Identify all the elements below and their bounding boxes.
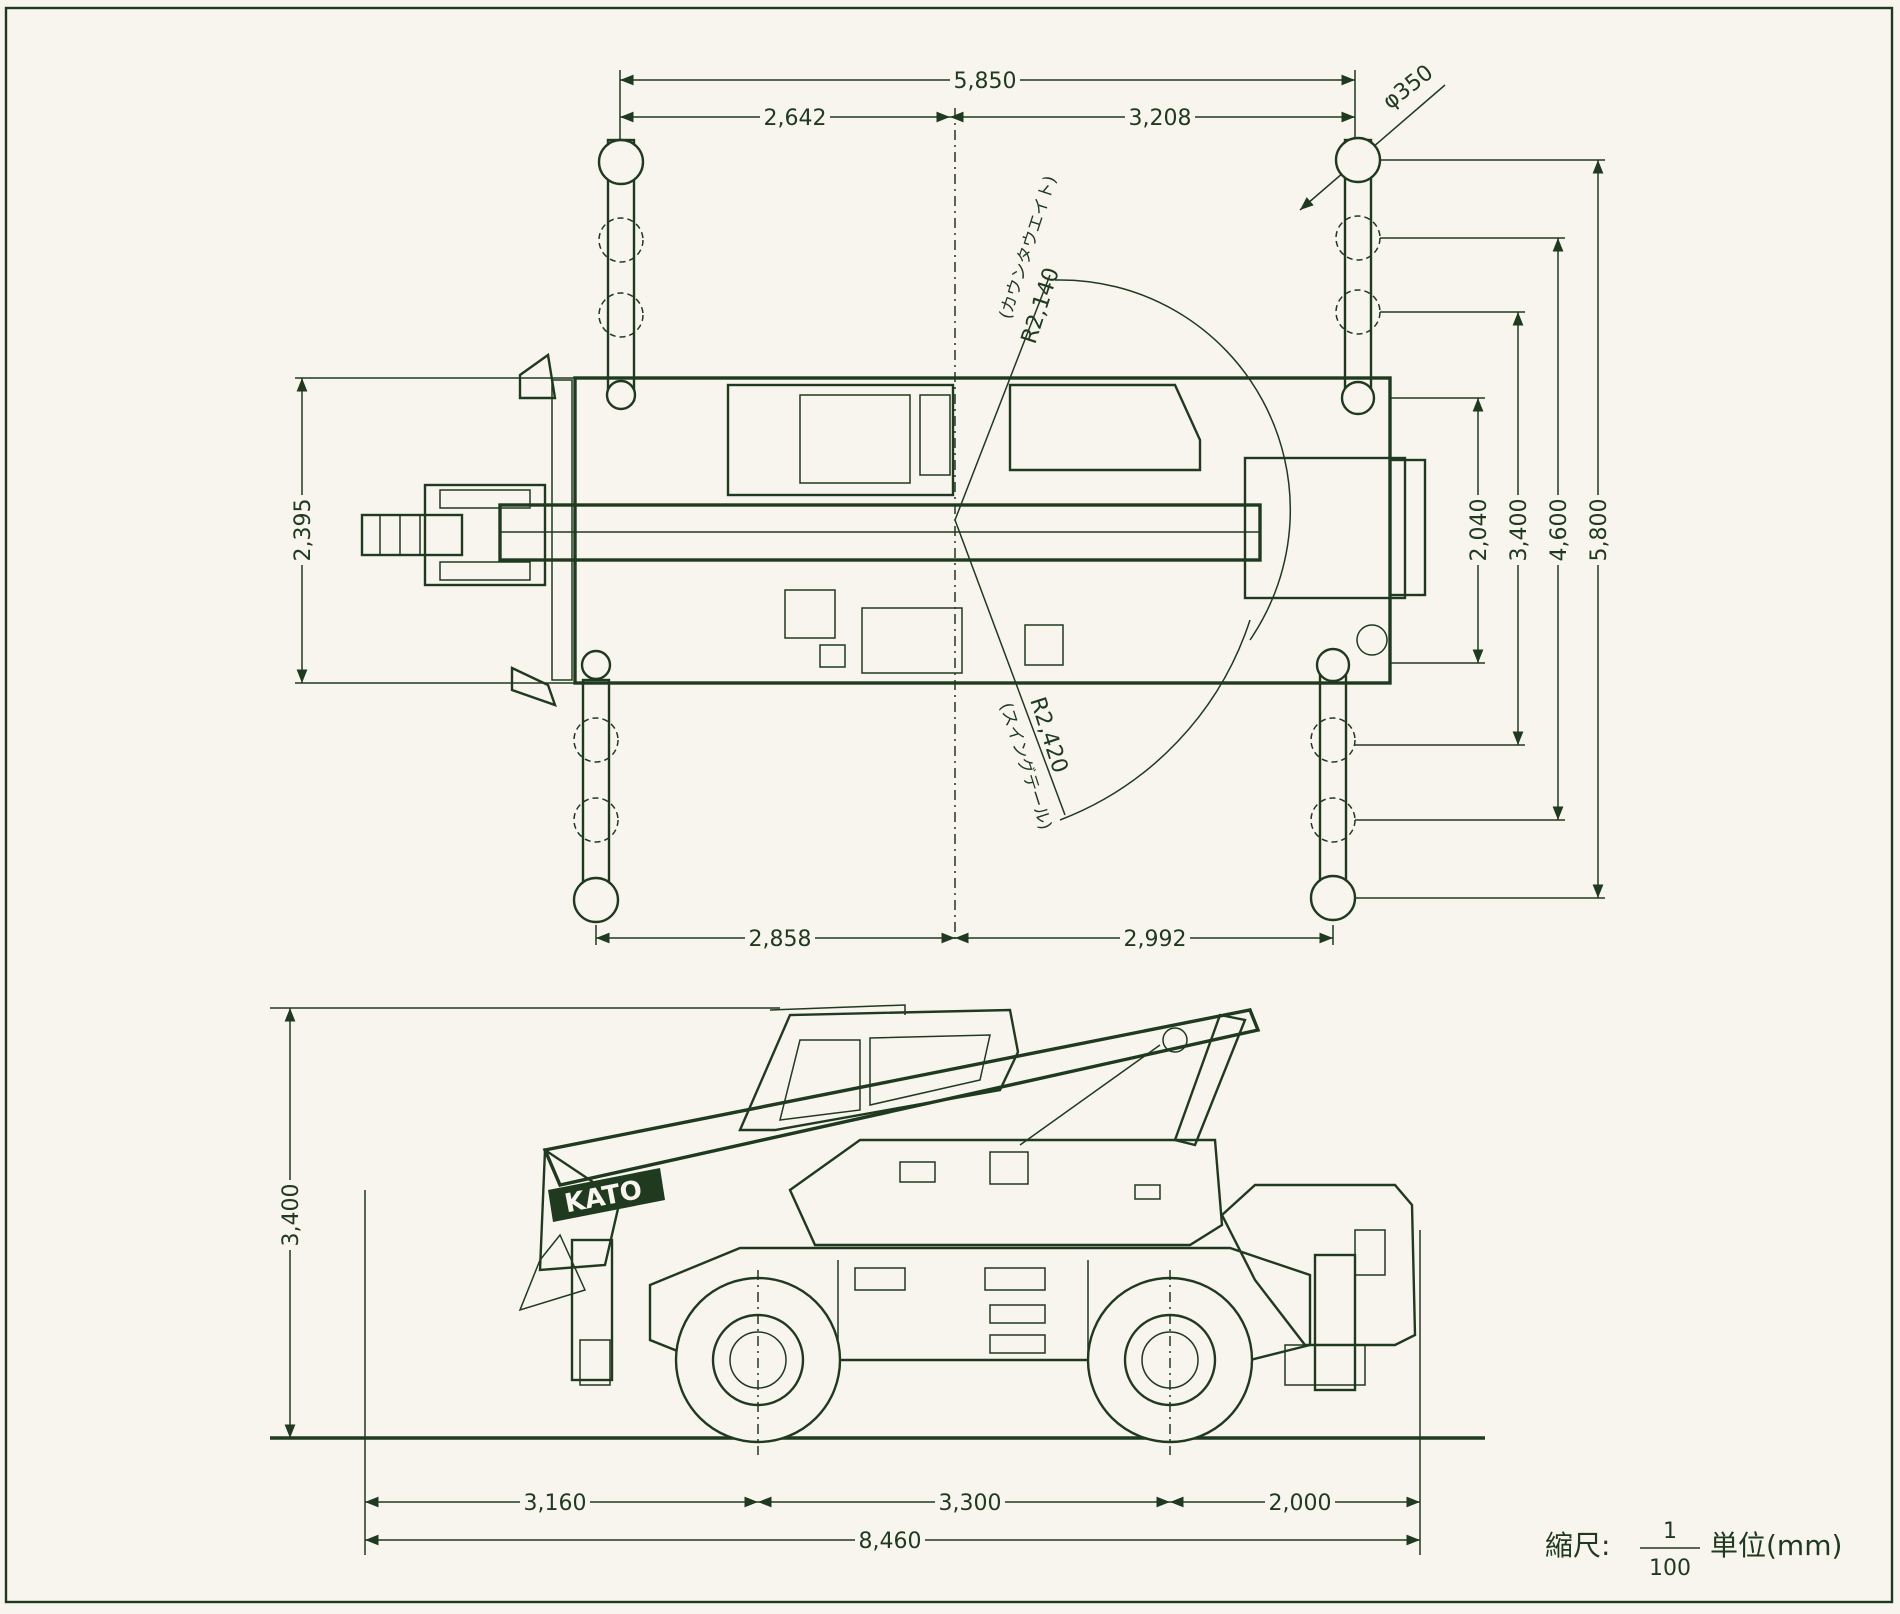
outrigger-pad-icon — [597, 138, 645, 186]
unit-label: 単位(mm) — [1710, 1529, 1842, 1562]
dim-2858-2992: 2,858 2,992 — [595, 925, 1334, 952]
side-box — [784, 589, 836, 639]
label-4600: 4,600 — [1547, 499, 1572, 562]
counterweight — [1220, 1183, 1417, 1347]
side-view: 3,400 KATO — [270, 1004, 1485, 1555]
scale-numerator: 1 — [1663, 1519, 1677, 1544]
engine-cover-plan — [1008, 383, 1202, 472]
rear-wheel — [1086, 1270, 1254, 1455]
outrigger-pad-icon — [1309, 874, 1357, 922]
cab-plan — [726, 383, 955, 497]
lift-cylinder — [1173, 1013, 1247, 1147]
label-5850: 5,850 — [954, 69, 1017, 94]
front-wheel — [674, 1270, 842, 1455]
label-3208: 3,208 — [1129, 106, 1192, 131]
label-3160: 3,160 — [524, 1491, 587, 1516]
label-2040: 2,040 — [1467, 499, 1492, 562]
label-2992: 2,992 — [1124, 927, 1187, 952]
label-phi350: φ350 — [1378, 60, 1438, 114]
dim-pad-diameter: φ350 — [1299, 60, 1446, 211]
dim-overall-span: 5,850 — [619, 68, 1356, 150]
label-2642: 2,642 — [764, 106, 827, 131]
label-2395: 2,395 — [291, 499, 316, 562]
outrigger-pad-icon — [572, 876, 620, 924]
front-outrigger-jack — [518, 1233, 614, 1386]
dim-outrigger-widths: 2,040 3,400 4,600 5,800 — [1355, 159, 1612, 899]
outrigger-beam-front-lower — [581, 678, 611, 912]
arc-tail — [1059, 619, 1251, 821]
front-step — [518, 352, 557, 400]
dim-2642-3208: 2,642 3,208 — [620, 105, 1355, 131]
arc-counterweight — [1054, 279, 1292, 641]
label-8460: 8,460 — [859, 1529, 922, 1554]
label-3300: 3,300 — [939, 1491, 1002, 1516]
label-5800: 5,800 — [1587, 499, 1612, 562]
top-view: 5,850 2,642 3,208 φ350 — [290, 60, 1612, 952]
scale-denominator: 100 — [1649, 1556, 1691, 1581]
rear-outriggers — [1309, 136, 1382, 922]
cab-side — [738, 1008, 1020, 1132]
dim-height: 3,400 — [270, 1007, 780, 1438]
dim-side-lengths: 3,160 3,300 2,000 8,460 — [364, 1190, 1421, 1555]
scale-label: 縮尺: — [1545, 1529, 1610, 1562]
label-3400-top: 3,400 — [1507, 499, 1532, 562]
outrigger-pad-icon — [1334, 136, 1382, 184]
rear-counterweight-plan — [1388, 458, 1427, 597]
chassis-outline — [573, 376, 1392, 685]
label-2000: 2,000 — [1269, 1491, 1332, 1516]
dim-body-width: 2,395 — [290, 377, 575, 684]
sheet-border — [4, 6, 1894, 1604]
rear-outrigger-jack — [1284, 1253, 1366, 1392]
scale-note: 縮尺: 1 100 単位(mm) — [1545, 1519, 1842, 1581]
front-outriggers — [572, 138, 645, 924]
label-2858: 2,858 — [749, 927, 812, 952]
hook-block-plan — [360, 483, 547, 587]
label-3400-side: 3,400 — [279, 1184, 304, 1247]
superstructure — [788, 1138, 1224, 1247]
